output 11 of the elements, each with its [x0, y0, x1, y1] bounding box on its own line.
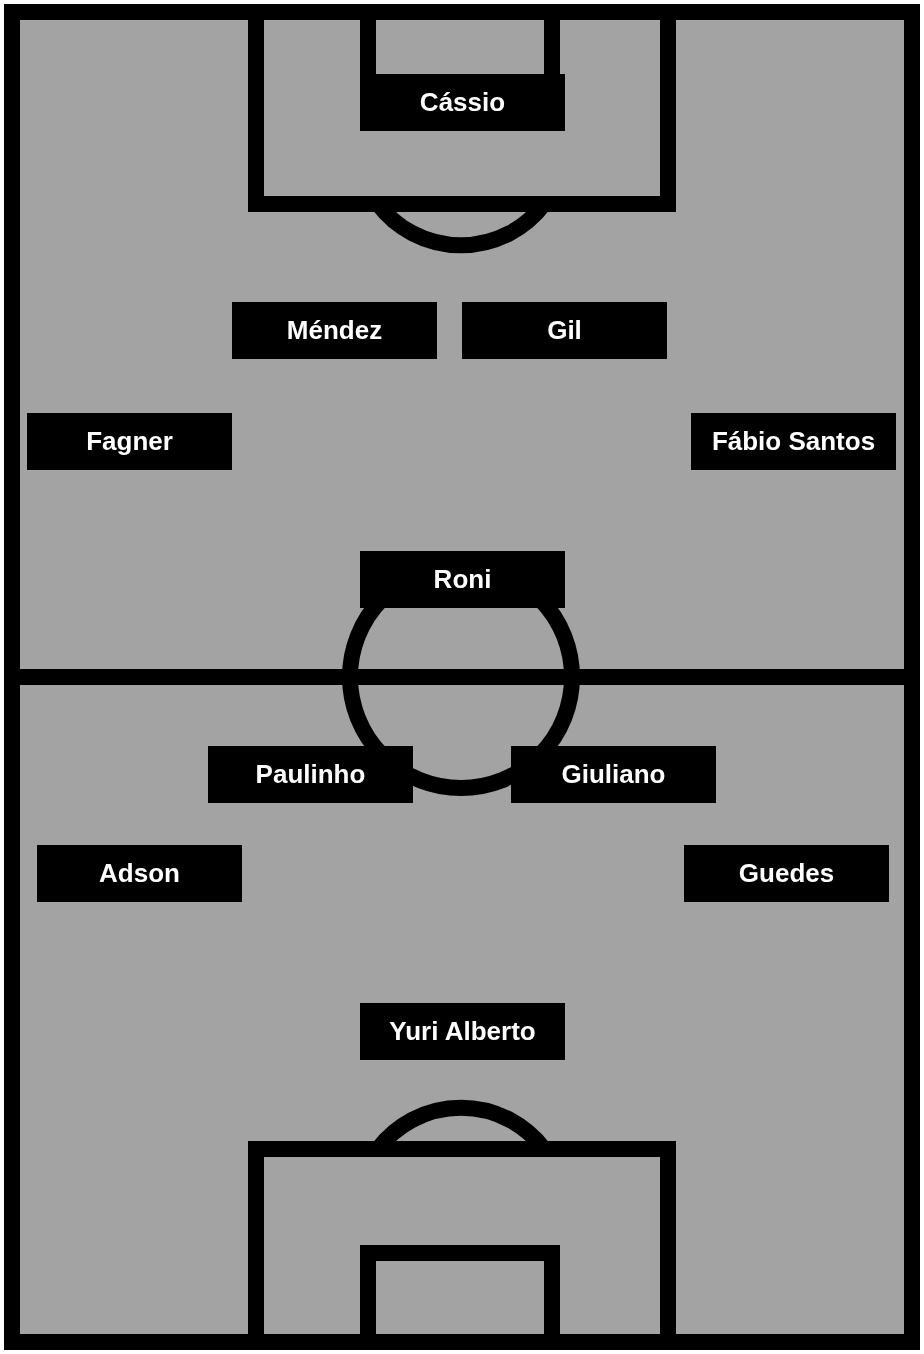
player-name-tag: Giuliano [511, 746, 716, 803]
player-name-tag: Adson [37, 845, 242, 902]
player-name-tag: Guedes [684, 845, 889, 902]
player-name-tag: Cássio [360, 74, 565, 131]
player-name-tag: Roni [360, 551, 565, 608]
player-name-tag: Méndez [232, 302, 437, 359]
player-name-tag: Paulinho [208, 746, 413, 803]
player-name-tag: Gil [462, 302, 667, 359]
player-name-tag: Fábio Santos [691, 413, 896, 470]
player-name-tag: Yuri Alberto [360, 1003, 565, 1060]
player-name-tag: Fagner [27, 413, 232, 470]
